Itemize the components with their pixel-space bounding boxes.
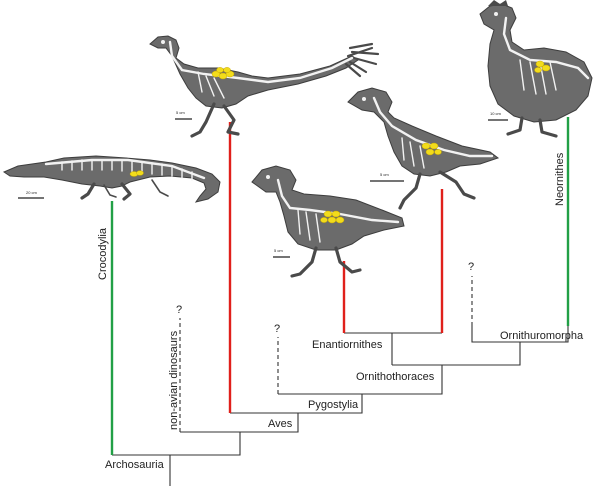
label-neornithes: Neornithes (554, 152, 566, 206)
label-archosauria: Archosauria (105, 459, 165, 471)
scale-label-enantiornithine: 5 cm (380, 172, 389, 177)
clade-labels: Archosauria Aves Pygostylia Ornithothora… (97, 152, 584, 471)
ornithuromorpha-node (471, 326, 569, 343)
label-aves: Aves (268, 418, 293, 430)
scale-label-croc: 20 cm (26, 190, 38, 195)
oviraptorosaur-silhouette: 5 cm (149, 35, 380, 138)
label-enantiornithes: Enantiornithes (312, 339, 383, 351)
question-mark-ornithuromorpha: ? (468, 261, 474, 273)
enantiornithine-silhouette: 5 cm (347, 87, 500, 210)
pygostylia-node (278, 365, 443, 395)
dashed-lineages (179, 276, 473, 432)
archosauria-node (112, 432, 241, 456)
question-mark-dinosaurs: ? (176, 304, 182, 316)
scale-label-oviraptorosaur: 5 cm (176, 110, 185, 115)
cladogram-tree (112, 326, 569, 486)
aves-node (230, 394, 363, 414)
question-mark-pygostylia: ? (274, 323, 280, 335)
label-ornithothoraces: Ornithothoraces (356, 371, 435, 383)
dinosauria-node (180, 413, 299, 433)
label-ornithuromorpha: Ornithuromorpha (500, 330, 584, 342)
confuciusornis-silhouette: 5 cm (251, 165, 405, 278)
chicken-silhouette: 10 cm (479, 0, 593, 138)
label-non-avian-dinosaurs: non-avian dinosaurs (168, 330, 180, 430)
label-crocodylia: Crocodylia (97, 227, 109, 280)
ornithothoraces-node (344, 332, 521, 366)
scale-label-confuciusornis: 5 cm (274, 248, 283, 253)
colored-lineages (110, 117, 570, 455)
crocodile-silhouette: 20 cm (2, 155, 221, 203)
scale-label-chicken: 10 cm (490, 111, 502, 116)
label-pygostylia: Pygostylia (308, 399, 359, 411)
